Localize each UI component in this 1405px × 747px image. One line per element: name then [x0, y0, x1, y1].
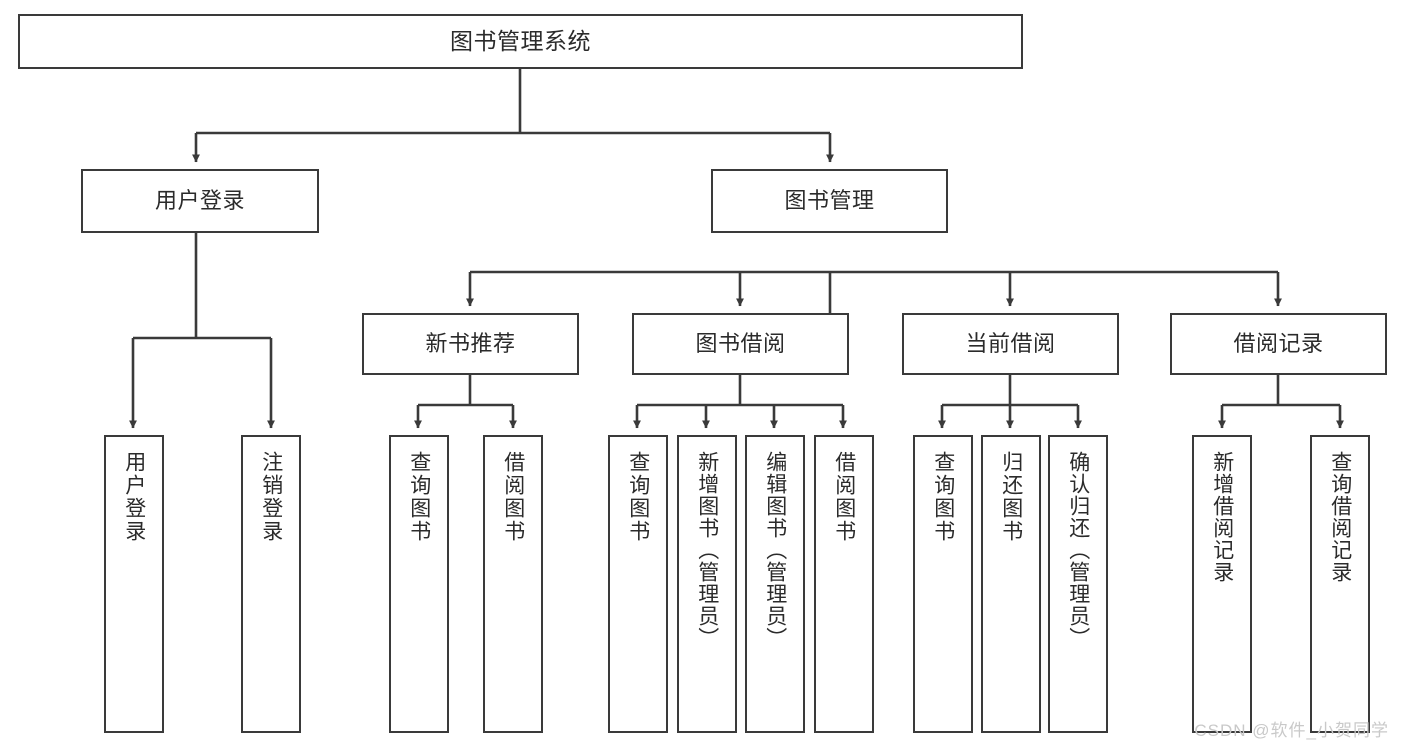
node-borrow-record-label: 借阅记录 — [1233, 331, 1324, 357]
node-current-borrow[interactable]: 当前借阅 — [902, 313, 1119, 375]
leaf-user-login-label: 用户登录 — [122, 451, 146, 543]
node-new-book-recommend-label: 新书推荐 — [425, 331, 516, 357]
leaf-query-borrow-record[interactable]: 查询借阅记录 — [1310, 435, 1370, 733]
leaf-logout[interactable]: 注销登录 — [241, 435, 301, 733]
watermark: CSDN @软件_小贺同学 — [1194, 721, 1389, 740]
leaf-edit-book-admin[interactable]: 编辑图书（管理员） — [745, 435, 805, 733]
leaf-add-book-admin-label: 新增图书（管理员） — [695, 451, 719, 649]
leaf-query-book-borrow[interactable]: 查询图书 — [608, 435, 668, 733]
leaf-confirm-return-admin[interactable]: 确认归还（管理员） — [1048, 435, 1108, 733]
leaf-return-book[interactable]: 归还图书 — [981, 435, 1041, 733]
leaf-user-login[interactable]: 用户登录 — [104, 435, 164, 733]
node-current-borrow-label: 当前借阅 — [965, 331, 1056, 357]
node-user-login-label: 用户登录 — [154, 188, 245, 214]
node-book-borrow-label: 图书借阅 — [695, 331, 786, 357]
leaf-query-book-borrow-label: 查询图书 — [626, 451, 650, 543]
leaf-borrow-book-borrow-label: 借阅图书 — [832, 451, 856, 543]
leaf-logout-label: 注销登录 — [259, 451, 283, 543]
leaf-query-book-current[interactable]: 查询图书 — [913, 435, 973, 733]
node-root-label: 图书管理系统 — [450, 27, 591, 54]
leaf-query-book-newbook[interactable]: 查询图书 — [389, 435, 449, 733]
leaf-add-borrow-record-label: 新增借阅记录 — [1210, 451, 1234, 583]
leaf-edit-book-admin-label: 编辑图书（管理员） — [763, 451, 787, 649]
leaf-borrow-book-borrow[interactable]: 借阅图书 — [814, 435, 874, 733]
leaf-borrow-book-newbook[interactable]: 借阅图书 — [483, 435, 543, 733]
leaf-query-borrow-record-label: 查询借阅记录 — [1328, 451, 1352, 583]
leaf-query-book-current-label: 查询图书 — [931, 451, 955, 543]
node-new-book-recommend[interactable]: 新书推荐 — [362, 313, 579, 375]
node-root[interactable]: 图书管理系统 — [18, 14, 1023, 69]
leaf-return-book-label: 归还图书 — [999, 451, 1023, 543]
node-borrow-record[interactable]: 借阅记录 — [1170, 313, 1387, 375]
node-book-manage[interactable]: 图书管理 — [711, 169, 948, 233]
node-book-manage-label: 图书管理 — [784, 188, 875, 214]
leaf-add-borrow-record[interactable]: 新增借阅记录 — [1192, 435, 1252, 733]
leaf-add-book-admin[interactable]: 新增图书（管理员） — [677, 435, 737, 733]
leaf-query-book-newbook-label: 查询图书 — [407, 451, 431, 543]
leaf-confirm-return-admin-label: 确认归还（管理员） — [1066, 451, 1090, 649]
leaf-borrow-book-newbook-label: 借阅图书 — [501, 451, 525, 543]
node-book-borrow[interactable]: 图书借阅 — [632, 313, 849, 375]
node-user-login[interactable]: 用户登录 — [81, 169, 319, 233]
